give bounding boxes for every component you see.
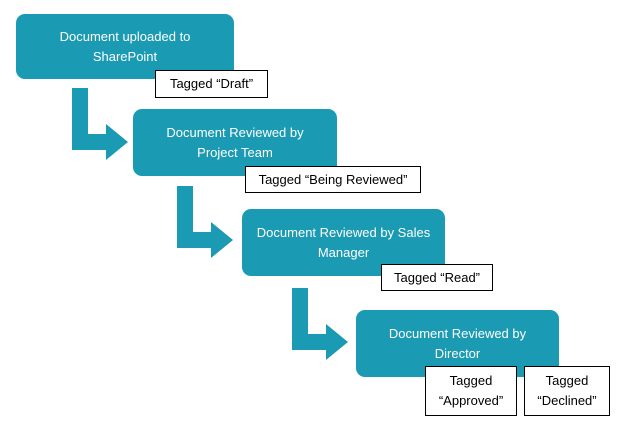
- step-label: Document Reviewed by Director: [388, 325, 527, 361]
- tag-read: Tagged “Read”: [381, 264, 493, 291]
- tag-label: Tagged “Declined”: [537, 373, 597, 408]
- tag-being-reviewed: Tagged “Being Reviewed”: [245, 166, 421, 193]
- arrow-step2-to-step3: [177, 186, 233, 258]
- tag-label: Tagged “Read”: [394, 269, 480, 285]
- step-document-uploaded: Document uploaded to SharePoint: [16, 14, 234, 79]
- arrow-step1-to-step2: [72, 88, 128, 160]
- step-reviewed-by-project-team: Document Reviewed by Project Team: [133, 109, 337, 176]
- step-label: Document Reviewed by Project Team: [166, 124, 304, 160]
- tag-label: Tagged “Approved”: [438, 373, 504, 408]
- step-label: Document uploaded to SharePoint: [59, 28, 191, 64]
- tag-declined: Tagged “Declined”: [524, 366, 610, 416]
- step-label: Document Reviewed by Sales Manager: [256, 224, 431, 260]
- tag-label: Tagged “Being Reviewed”: [258, 171, 408, 187]
- arrow-step3-to-step4: [292, 288, 348, 360]
- step-reviewed-by-director: Document Reviewed by Director: [356, 310, 559, 377]
- tag-approved: Tagged “Approved”: [425, 366, 517, 416]
- tag-draft: Tagged “Draft”: [155, 70, 268, 98]
- tag-label: Tagged “Draft”: [169, 76, 254, 91]
